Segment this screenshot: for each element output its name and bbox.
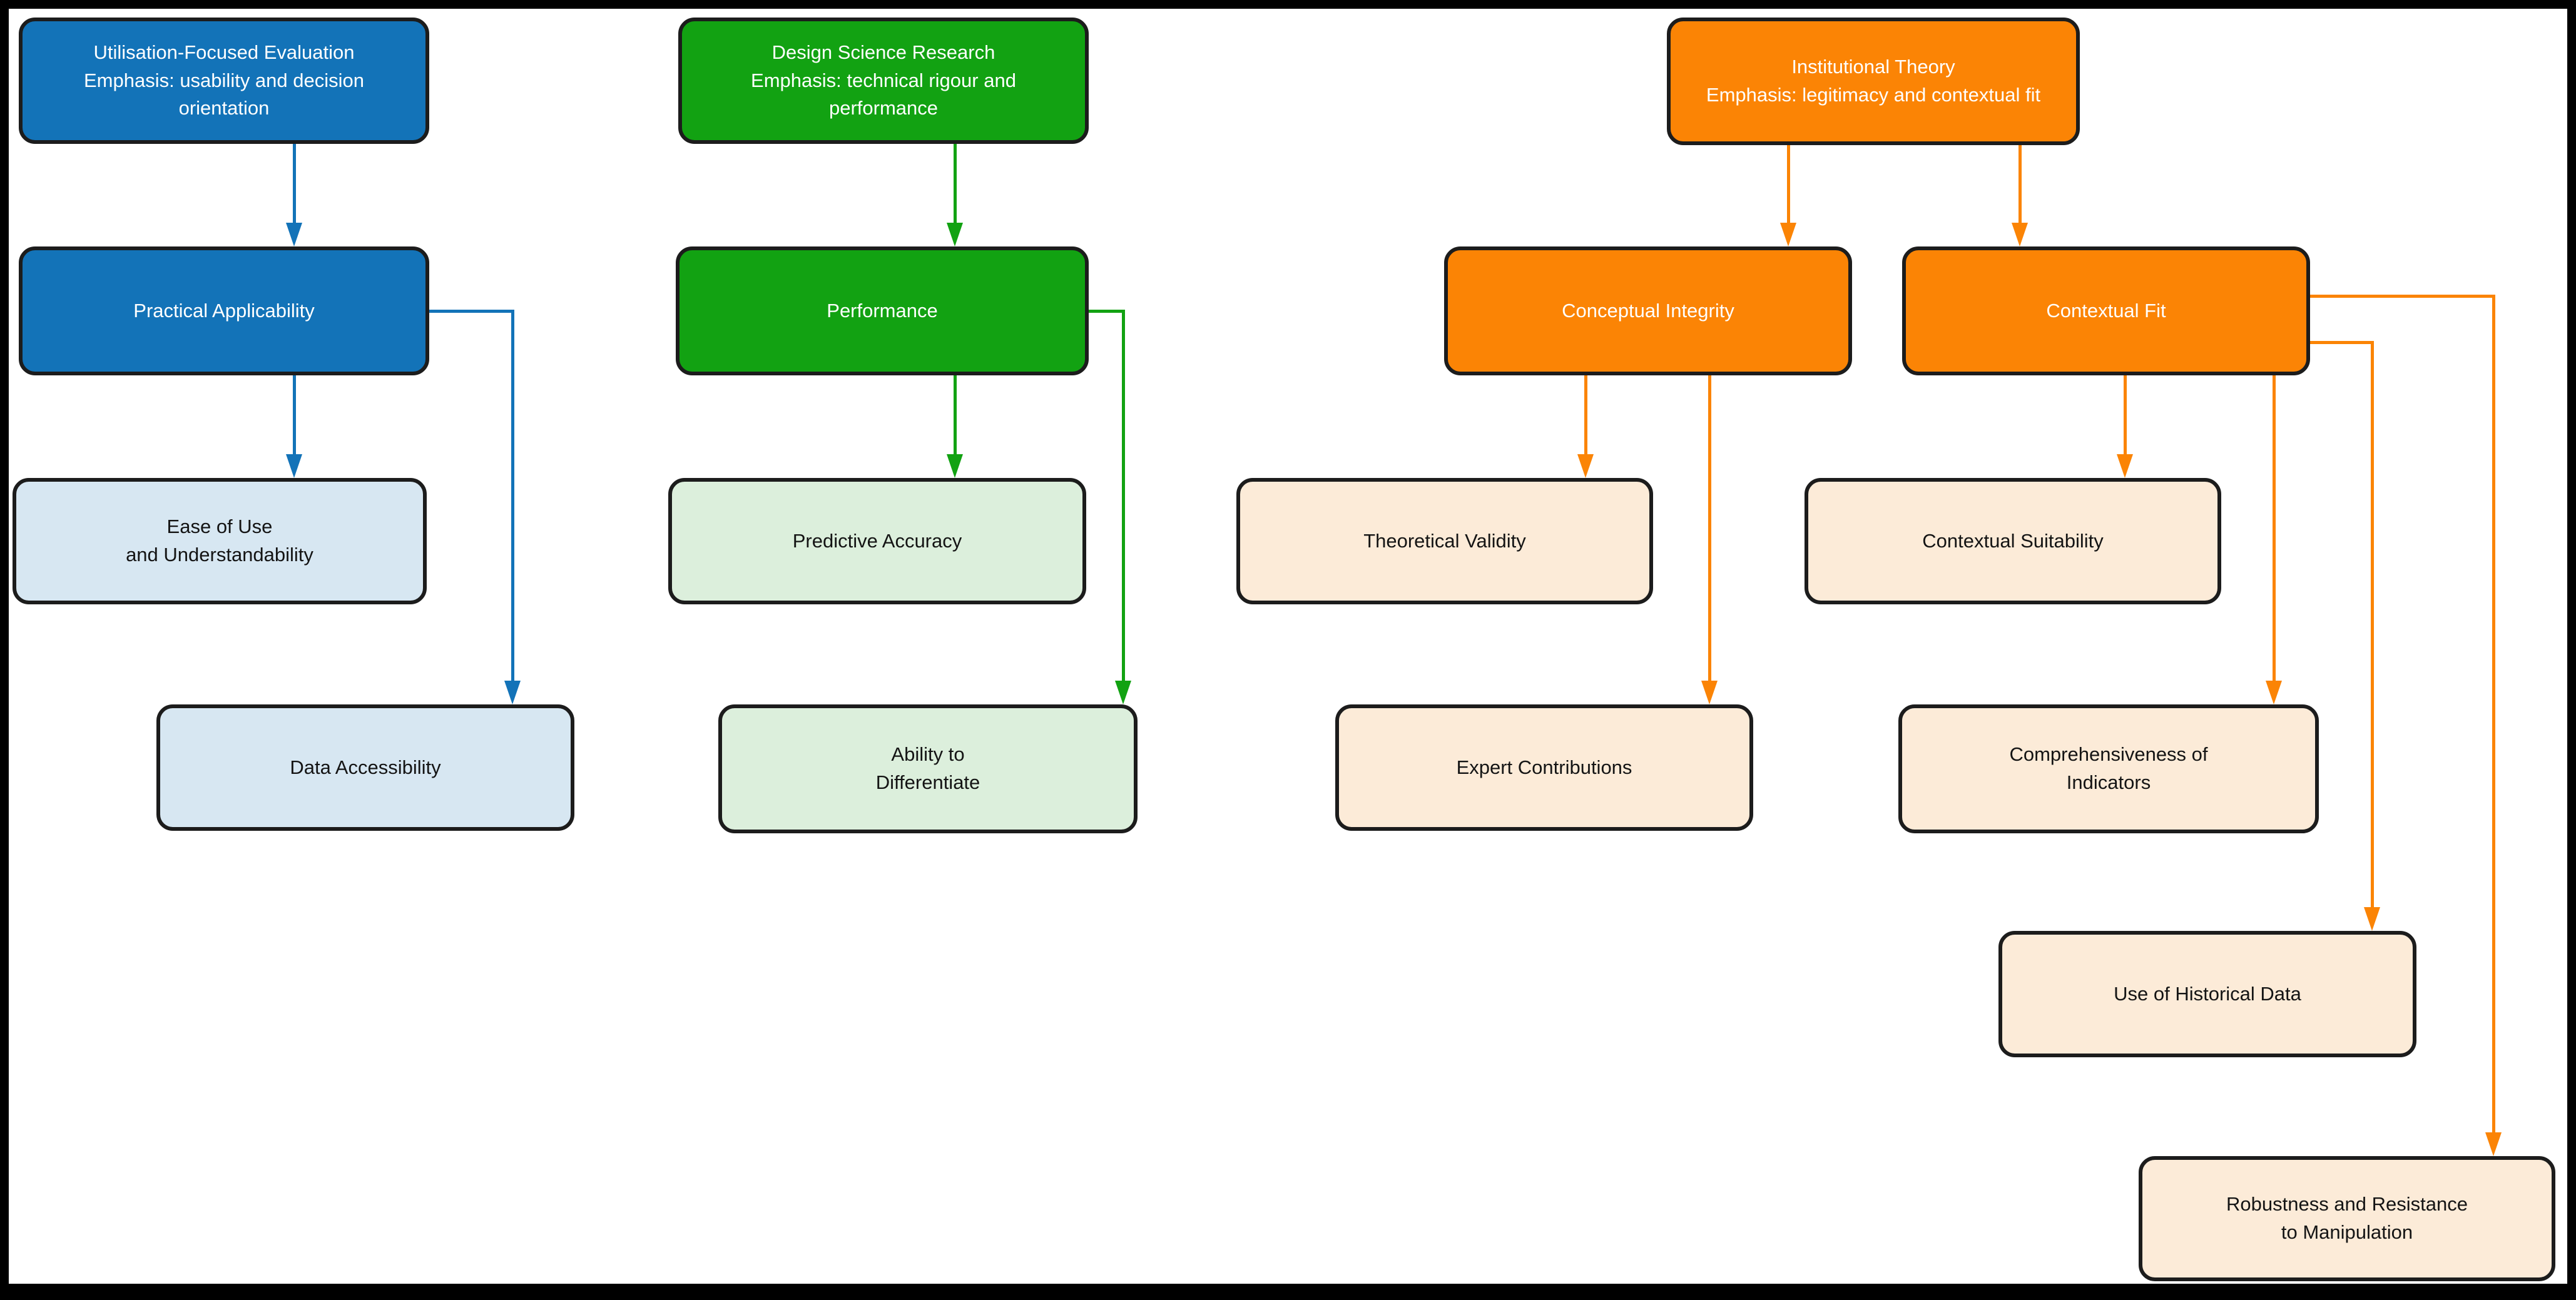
- node-label: Performance: [827, 299, 938, 322]
- node-robustness-and-resistance-to-manipulation: Robustness and Resistance to Manipulatio…: [2139, 1156, 2555, 1281]
- node-label: Predictive Accuracy: [792, 529, 962, 552]
- arrowhead-down-icon: [286, 223, 302, 246]
- node-predictive-accuracy: Predictive Accuracy: [668, 478, 1086, 604]
- node-conceptual-integrity: Conceptual Integrity: [1444, 246, 1852, 375]
- arrowhead-down-icon: [1780, 223, 1796, 246]
- edge-contextfit-suitability-line: [2124, 375, 2127, 454]
- arrowhead-down-icon: [1115, 681, 1131, 704]
- node-label: Robustness and Resistance to Manipulatio…: [2226, 1193, 2468, 1243]
- arrowhead-down-icon: [504, 681, 521, 704]
- edge-dsr-performance-line: [954, 144, 957, 223]
- node-ability-to-differentiate: Ability to Differentiate: [718, 704, 1138, 833]
- node-label: Institutional Theory Emphasis: legitimac…: [1706, 56, 2041, 106]
- node-institutional-theory-header: Institutional Theory Emphasis: legitimac…: [1667, 18, 2080, 145]
- node-contextual-suitability: Contextual Suitability: [1805, 478, 2221, 604]
- arrowhead-down-icon: [2012, 223, 2028, 246]
- node-expert-contributions: Expert Contributions: [1335, 704, 1753, 831]
- node-label: Theoretical Validity: [1363, 529, 1526, 552]
- node-performance: Performance: [676, 246, 1089, 375]
- arrowhead-down-icon: [947, 223, 963, 246]
- edge-practical-dataaccess-vline: [511, 310, 514, 681]
- edge-contextfit-historical-hline: [2310, 341, 2374, 344]
- node-label: Comprehensiveness of Indicators: [2009, 743, 2208, 793]
- edge-ufe-practical-line: [293, 144, 296, 223]
- node-label: Contextual Fit: [2046, 299, 2166, 322]
- arrowhead-down-icon: [286, 454, 302, 478]
- edge-contextfit-historical-vline: [2371, 341, 2374, 907]
- node-design-science-research-header: Design Science Research Emphasis: techni…: [678, 18, 1089, 144]
- edge-performance-ability-vline: [1122, 310, 1125, 681]
- arrowhead-down-icon: [2266, 681, 2282, 704]
- edge-contextfit-robustness-vline: [2492, 295, 2495, 1132]
- edge-conceptual-expert-line: [1708, 375, 1711, 681]
- edge-contextfit-comprehensiveness-line: [2273, 375, 2276, 681]
- node-label: Ease of Use and Understandability: [126, 515, 313, 566]
- edge-performance-ability-hline: [1089, 310, 1125, 313]
- edge-it-contextualfit-line: [2019, 145, 2022, 223]
- node-comprehensiveness-of-indicators: Comprehensiveness of Indicators: [1898, 704, 2319, 833]
- edge-performance-predacc-line: [954, 375, 957, 454]
- node-practical-applicability: Practical Applicability: [19, 246, 429, 375]
- node-contextual-fit: Contextual Fit: [1902, 246, 2310, 375]
- node-utilisation-focused-evaluation-header: Utilisation-Focused Evaluation Emphasis:…: [19, 18, 429, 144]
- node-label: Design Science Research Emphasis: techni…: [751, 41, 1016, 119]
- arrowhead-down-icon: [1577, 454, 1594, 478]
- node-label: Conceptual Integrity: [1562, 299, 1734, 322]
- arrowhead-down-icon: [2364, 907, 2380, 931]
- node-label: Ability to Differentiate: [875, 743, 980, 793]
- arrowhead-down-icon: [2117, 454, 2133, 478]
- node-label: Contextual Suitability: [1922, 529, 2104, 552]
- arrowhead-down-icon: [947, 454, 963, 478]
- node-label: Data Accessibility: [290, 756, 441, 778]
- arrowhead-down-icon: [2485, 1132, 2502, 1156]
- node-use-of-historical-data: Use of Historical Data: [1998, 931, 2416, 1057]
- node-ease-of-use-and-understandability: Ease of Use and Understandability: [13, 478, 427, 604]
- node-label: Expert Contributions: [1456, 756, 1632, 778]
- edge-practical-easeofuse-line: [293, 375, 296, 454]
- edge-conceptual-theoretical-line: [1584, 375, 1587, 454]
- node-theoretical-validity: Theoretical Validity: [1236, 478, 1653, 604]
- node-label: Utilisation-Focused Evaluation Emphasis:…: [83, 41, 365, 119]
- arrowhead-down-icon: [1701, 681, 1718, 704]
- edge-practical-dataaccess-hline: [429, 310, 514, 313]
- node-label: Use of Historical Data: [2114, 982, 2301, 1005]
- node-label: Practical Applicability: [133, 299, 315, 322]
- edge-contextfit-robustness-hline: [2310, 295, 2495, 298]
- edge-it-conceptual-line: [1787, 145, 1790, 223]
- node-data-accessibility: Data Accessibility: [156, 704, 574, 831]
